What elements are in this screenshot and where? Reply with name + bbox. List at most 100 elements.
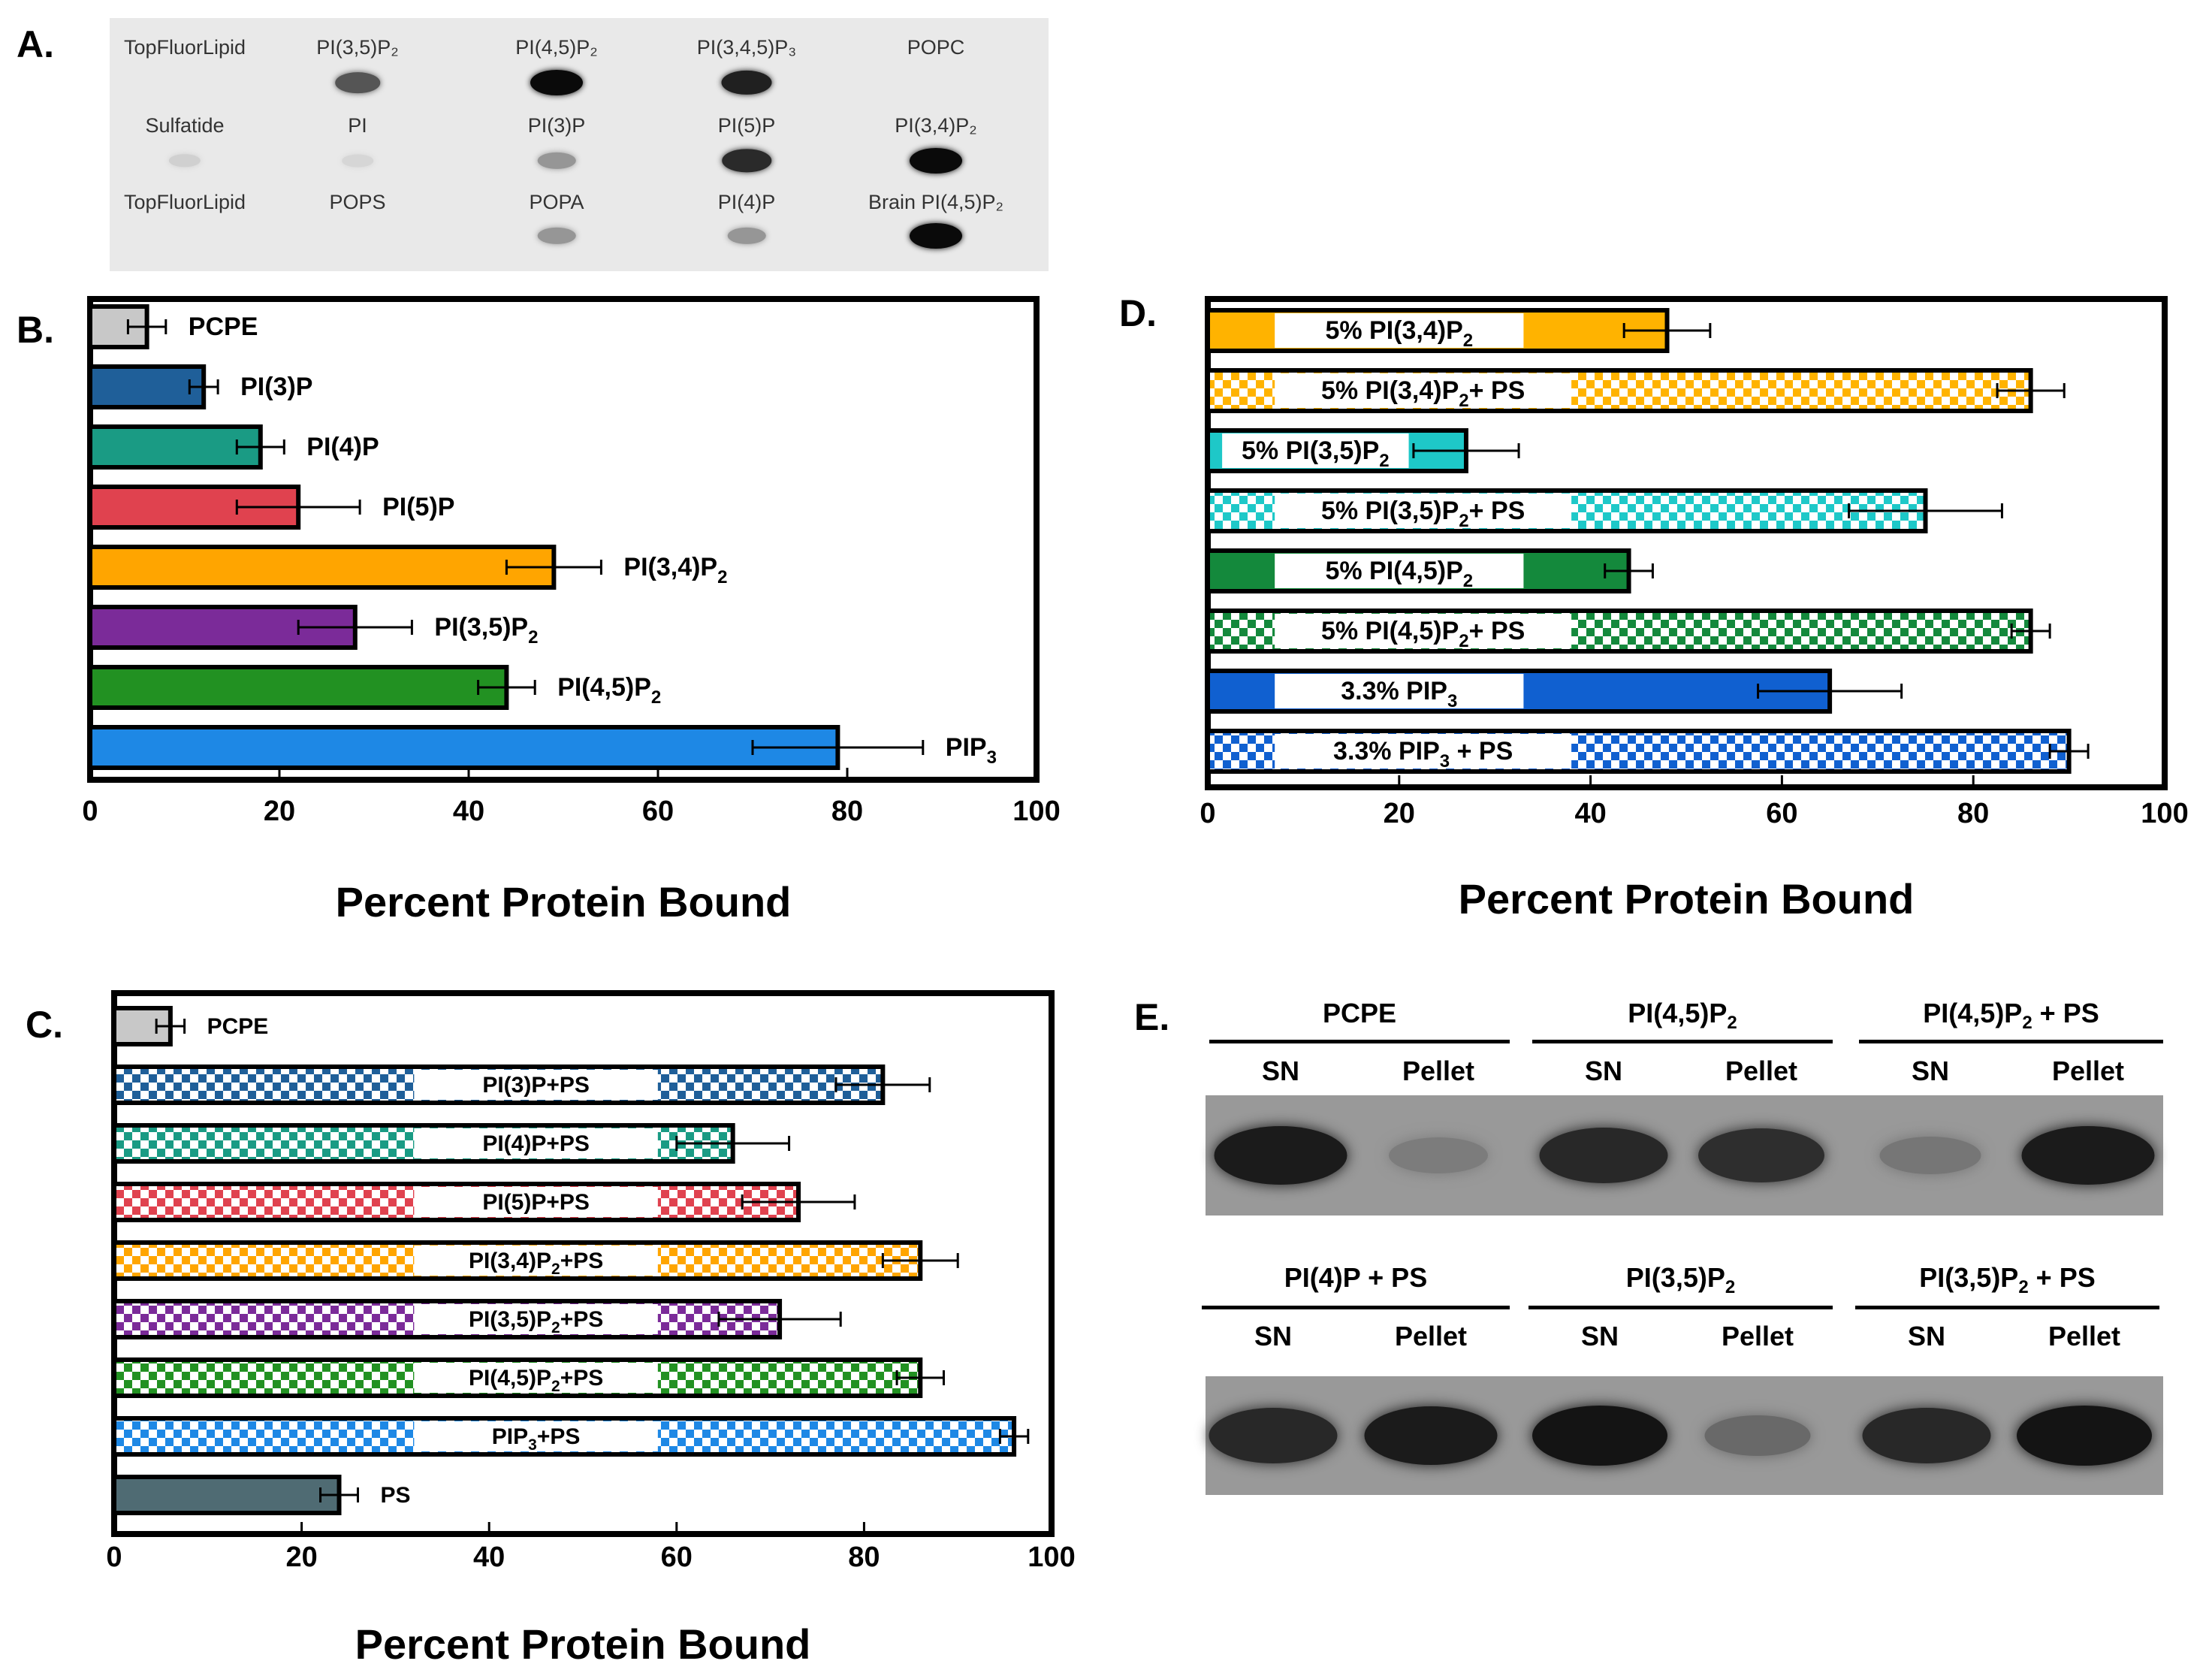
blot-label: PI(5)P bbox=[717, 114, 776, 137]
bar bbox=[88, 424, 263, 470]
bar-label: PI(3,5)P2+PS bbox=[469, 1307, 603, 1337]
gel-band bbox=[2017, 1406, 2152, 1466]
gel-band bbox=[2021, 1126, 2155, 1185]
gel-lane-label-sn: SN bbox=[1911, 1055, 1950, 1086]
gel-lane-label-pellet: Pellet bbox=[1725, 1055, 1798, 1086]
bar-label-box bbox=[414, 1070, 658, 1100]
bar-label: 5% PI(3,4)P2+ PS bbox=[1321, 376, 1525, 411]
blot-label: PI(3,4)P₂ bbox=[895, 114, 977, 137]
bar bbox=[88, 364, 207, 409]
gel-group-title: PCPE bbox=[1322, 998, 1397, 1028]
x-axis-title: Percent Protein Bound bbox=[355, 1620, 811, 1668]
bar bbox=[88, 665, 509, 710]
bar-label-box bbox=[1275, 313, 1524, 348]
bar-label: PI(3)P bbox=[240, 373, 312, 401]
blot-label: PI(3)P bbox=[527, 114, 586, 137]
bar-label-box bbox=[1275, 494, 1572, 528]
gel-lane-label-pellet: Pellet bbox=[2048, 1321, 2121, 1351]
gel-lane-label-sn: SN bbox=[1261, 1055, 1300, 1086]
x-tick-label: 0 bbox=[106, 1542, 122, 1573]
x-axis-title: Percent Protein Bound bbox=[336, 878, 792, 926]
panel-b-label: B. bbox=[17, 309, 54, 351]
bar-label-box bbox=[1275, 614, 1572, 648]
bar-label-box bbox=[414, 1363, 658, 1393]
bar-label: PI(4)P bbox=[306, 433, 379, 461]
gel-band bbox=[1862, 1408, 1991, 1463]
bar-label-box bbox=[414, 1128, 658, 1158]
bar-label: PI(3)P+PS bbox=[482, 1073, 590, 1098]
bar bbox=[112, 1475, 342, 1515]
blot-label: Sulfatide bbox=[145, 114, 225, 137]
gel-group-title: PI(4)P + PS bbox=[1284, 1262, 1428, 1293]
plot-frame bbox=[1205, 296, 2168, 790]
x-axis-title: Percent Protein Bound bbox=[1459, 875, 1915, 923]
gel-group-title: PI(4,5)P2 bbox=[1628, 998, 1737, 1034]
gel-group-rule bbox=[1855, 1306, 2159, 1309]
bar-label: PI(5)P+PS bbox=[482, 1190, 590, 1215]
bar bbox=[88, 725, 840, 770]
bar bbox=[88, 545, 557, 590]
blot-spot bbox=[168, 154, 201, 168]
gel-lane-label-pellet: Pellet bbox=[2051, 1055, 2125, 1086]
x-tick-label: 100 bbox=[2141, 798, 2188, 829]
bar-label: PS bbox=[380, 1483, 410, 1508]
blot-spot bbox=[910, 223, 962, 249]
gel-band bbox=[1532, 1406, 1667, 1466]
blot-spot bbox=[335, 72, 380, 93]
x-tick-label: 100 bbox=[1028, 1542, 1075, 1573]
x-tick-label: 100 bbox=[1012, 796, 1060, 827]
x-tick-label: 80 bbox=[831, 796, 863, 827]
gel-strip bbox=[1206, 1095, 2163, 1215]
gel-band bbox=[1214, 1126, 1347, 1185]
x-tick-label: 80 bbox=[1957, 798, 1989, 829]
x-tick-label: 0 bbox=[1200, 798, 1215, 829]
bar-label-box bbox=[1275, 373, 1572, 408]
bar-label: 5% PI(3,4)P2 bbox=[1325, 316, 1473, 351]
panel-a-label: A. bbox=[17, 23, 54, 65]
gel-lane-label-pellet: Pellet bbox=[1394, 1321, 1468, 1351]
blot-spot bbox=[537, 152, 576, 170]
bar-label: PI(4)P+PS bbox=[482, 1131, 590, 1156]
bar-label-box bbox=[1275, 674, 1524, 708]
blot-spot bbox=[537, 227, 576, 245]
bar-label: PCPE bbox=[189, 313, 258, 341]
bar-label: PI(4,5)P2 bbox=[557, 673, 661, 708]
panel-e-label: E. bbox=[1134, 996, 1170, 1038]
blot-label: TopFluorLipid bbox=[123, 36, 246, 59]
x-tick-label: 20 bbox=[264, 796, 295, 827]
bar-label-box bbox=[414, 1304, 658, 1334]
gel-group-rule bbox=[1532, 1040, 1833, 1043]
blot-label: POPC bbox=[907, 36, 965, 59]
blot-spot bbox=[530, 70, 583, 95]
bar-label: 5% PI(4,5)P2+ PS bbox=[1321, 617, 1525, 651]
bar-label: PI(3,4)P2 bbox=[623, 553, 727, 587]
panel-c-label: C. bbox=[26, 1004, 63, 1046]
bar-label-box bbox=[1275, 734, 1572, 769]
x-tick-label: 40 bbox=[453, 796, 484, 827]
blot-label: PI(3,4,5)P₃ bbox=[696, 36, 797, 59]
x-tick-label: 60 bbox=[661, 1542, 693, 1573]
gel-band bbox=[1539, 1128, 1668, 1183]
x-tick-label: 80 bbox=[848, 1542, 880, 1573]
gel-group-title: PI(3,5)P2 + PS bbox=[1919, 1262, 2096, 1298]
bar-label-box bbox=[1222, 433, 1409, 468]
bar-label: PCPE bbox=[207, 1014, 269, 1039]
x-tick-label: 60 bbox=[1766, 798, 1797, 829]
bar-label: PI(5)P bbox=[382, 493, 454, 521]
gel-band bbox=[1364, 1406, 1498, 1465]
blot-label: PI(4)P bbox=[717, 191, 776, 213]
bar-label: 5% PI(3,5)P2 bbox=[1242, 436, 1390, 471]
bar-label: PI(4,5)P2+PS bbox=[469, 1366, 603, 1396]
bar-label-box bbox=[1275, 554, 1524, 588]
bar-label-box bbox=[414, 1246, 658, 1276]
blot-spot bbox=[342, 154, 373, 168]
bar-label-box bbox=[414, 1187, 658, 1217]
blot-label: Brain PI(4,5)P₂ bbox=[868, 191, 1004, 213]
gel-lane-label-sn: SN bbox=[1254, 1321, 1293, 1351]
gel-band bbox=[1704, 1415, 1811, 1456]
